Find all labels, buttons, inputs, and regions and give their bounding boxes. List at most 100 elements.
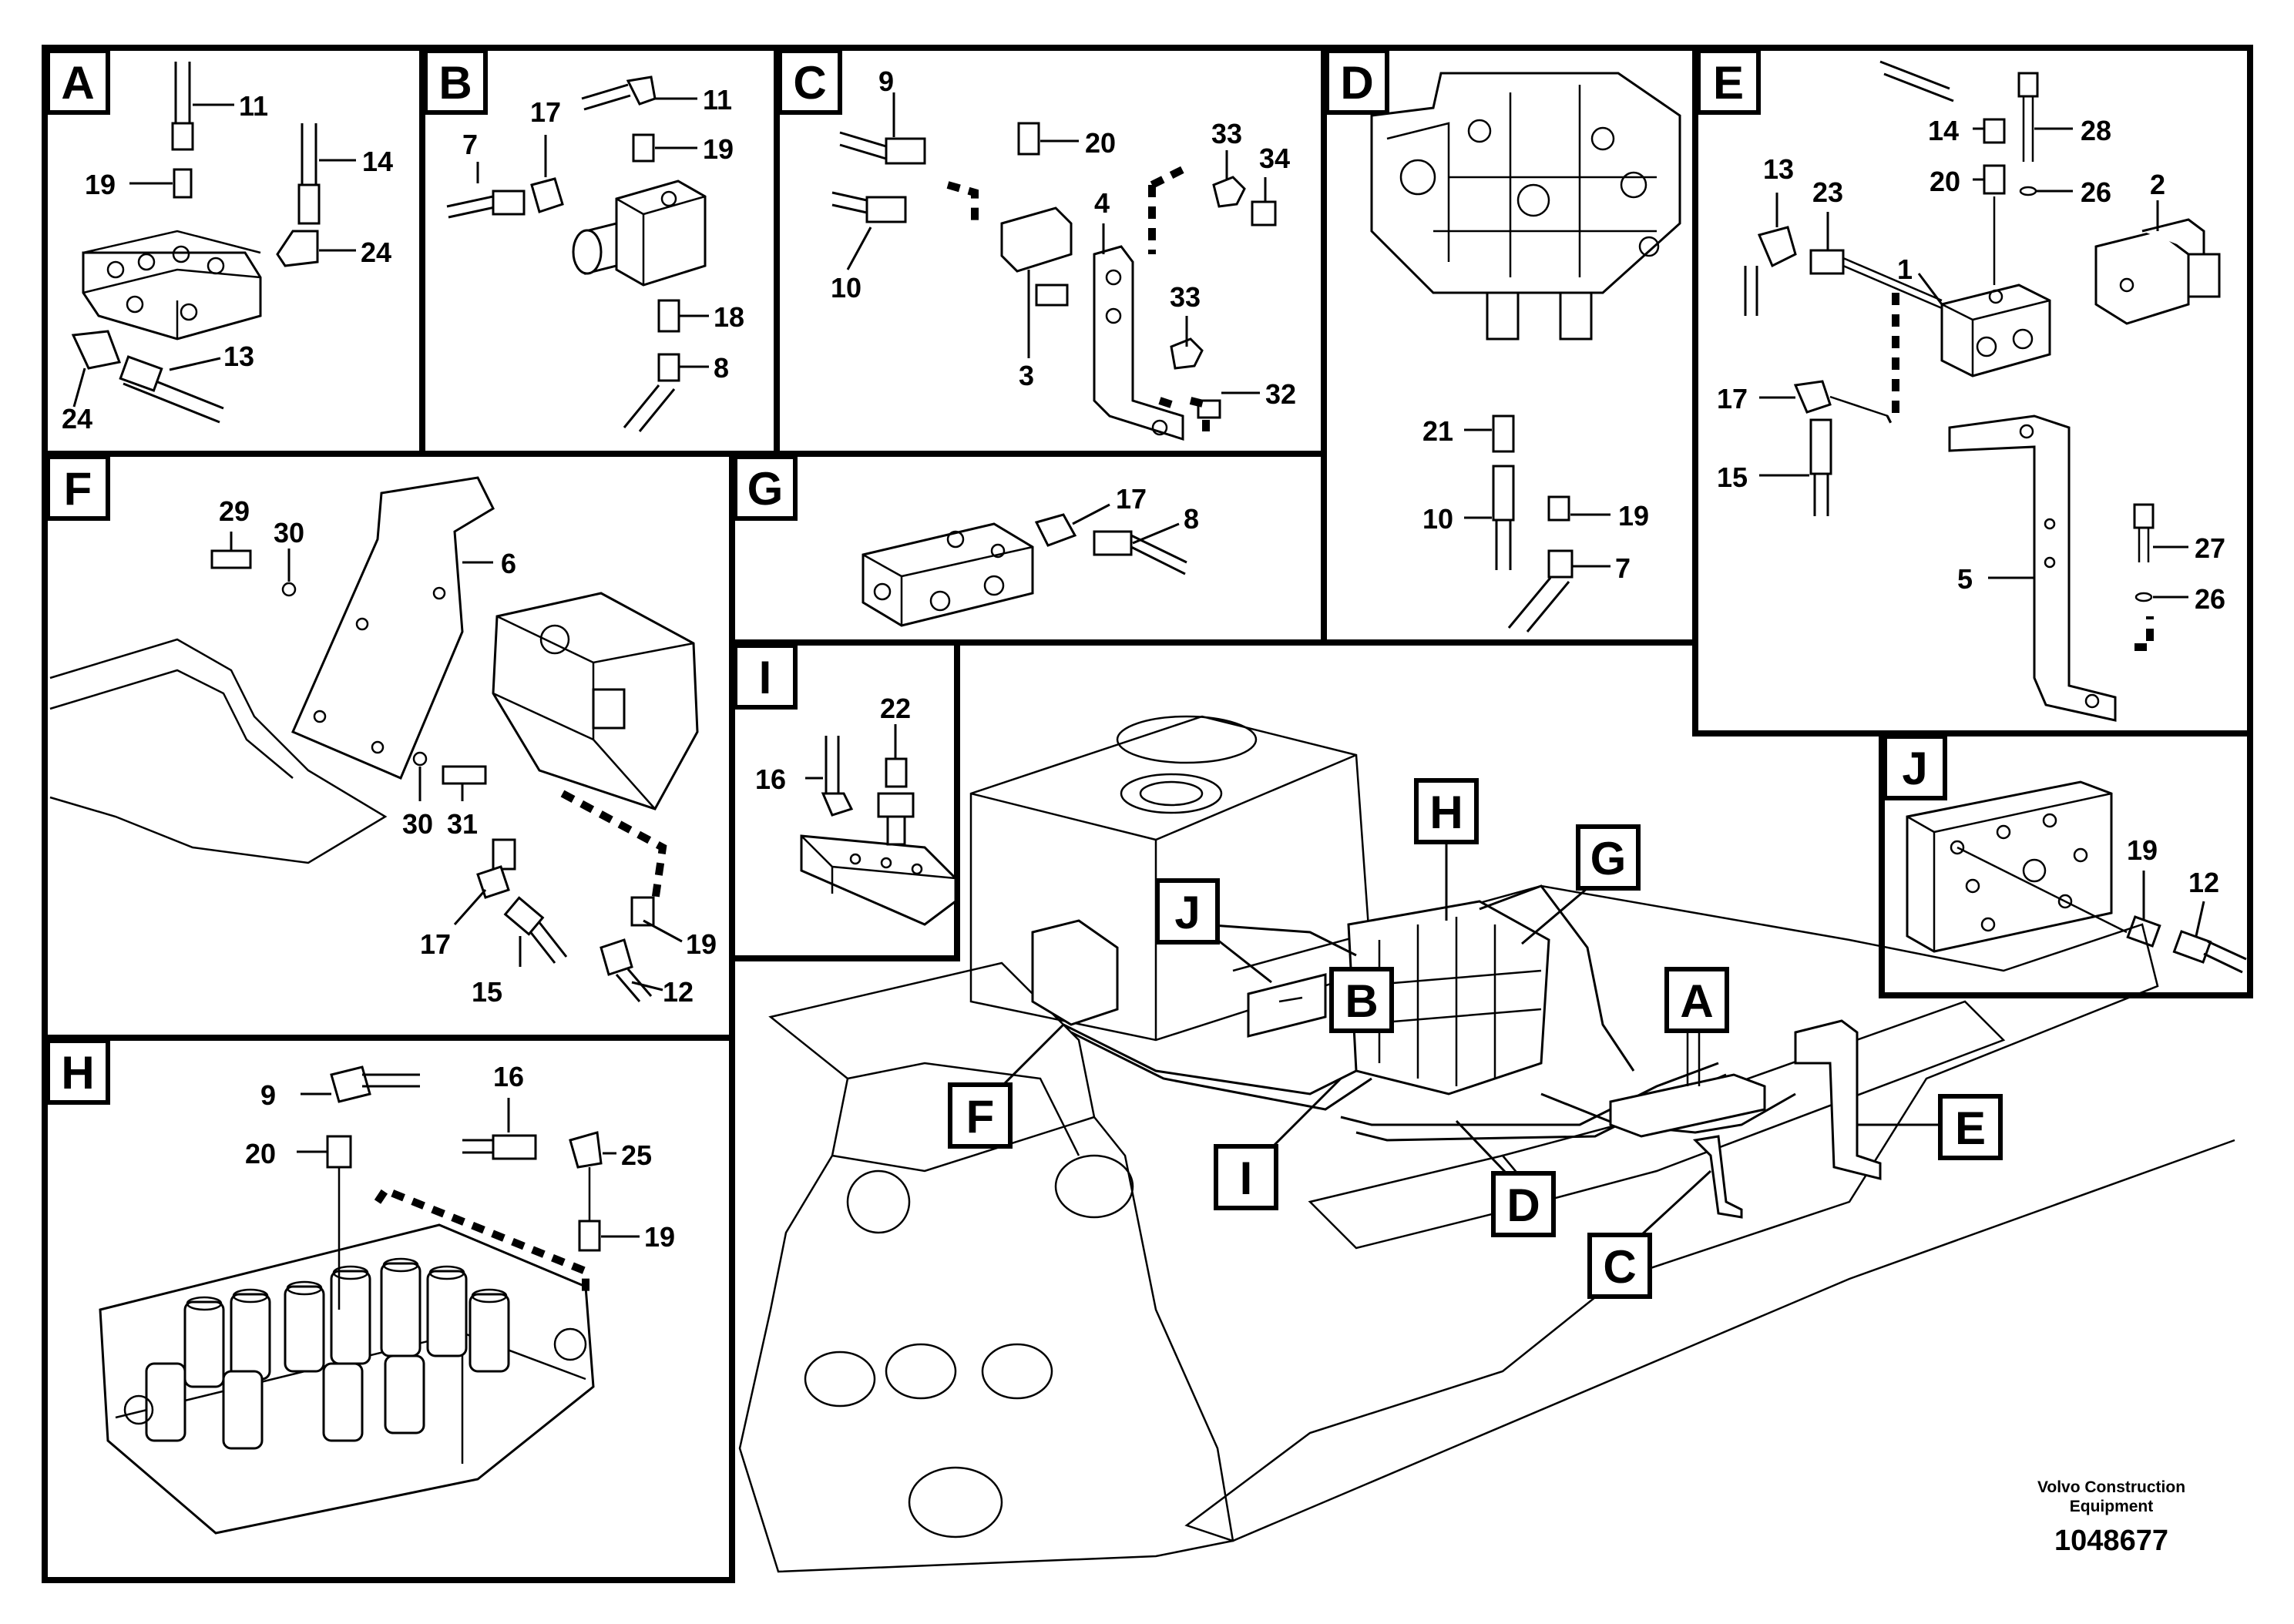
main-tag-d: D <box>1455 1119 1556 1237</box>
panel-c: C 9 20 33 34 4 10 33 <box>774 45 1327 457</box>
panel-e-tag: E <box>1713 57 1744 109</box>
callout: 23 <box>1812 176 1843 208</box>
cartridges <box>145 1257 510 1450</box>
callout: 29 <box>219 495 250 527</box>
callout: 10 <box>1422 503 1453 535</box>
main-tag-a: A <box>1664 967 1729 1033</box>
tag-label: I <box>1240 1153 1253 1204</box>
callout: 11 <box>703 84 732 116</box>
callout: 14 <box>1928 115 1959 146</box>
callout: 19 <box>703 133 734 165</box>
panel-g: G 17 8 <box>729 451 1327 646</box>
callout: 8 <box>1184 503 1199 535</box>
panel-a: A 11 19 14 24 13 24 <box>42 45 425 457</box>
callout: 21 <box>1422 415 1453 447</box>
callout: 16 <box>755 763 786 795</box>
callout: 8 <box>714 352 729 384</box>
main-tag-i: I <box>1214 1077 1342 1210</box>
panel-e: E <box>1692 45 2253 737</box>
callout: 13 <box>1763 153 1794 185</box>
callout: 20 <box>245 1138 276 1169</box>
panel-g-tag: G <box>747 463 784 515</box>
callout: 5 <box>1957 563 1973 595</box>
main-assembly-view: H G J B A F I <box>738 715 2235 1573</box>
tag-label: E <box>1955 1102 1986 1154</box>
main-tag-j: J <box>1155 878 1272 984</box>
panel-j: J 19 12 <box>1879 730 2253 998</box>
panel-h: H <box>42 1035 735 1583</box>
callout: 25 <box>621 1139 652 1171</box>
callout: 12 <box>663 976 694 1008</box>
callout: 33 <box>1211 118 1242 149</box>
panel-d-tag: D <box>1340 57 1373 109</box>
callout: 22 <box>880 693 911 724</box>
callout: 13 <box>223 341 254 372</box>
panel-f-tag: F <box>64 463 92 515</box>
callout: 17 <box>1717 383 1748 414</box>
callout: 28 <box>2081 115 2111 146</box>
main-tag-b: B <box>1329 967 1394 1033</box>
panel-i-tag: I <box>759 652 772 703</box>
panel-b-tag: B <box>438 57 472 109</box>
callout: 17 <box>420 928 451 960</box>
callout: 16 <box>493 1061 524 1092</box>
panel-f: F 29 30 6 30 <box>42 451 735 1041</box>
callout: 1 <box>1897 253 1913 285</box>
main-tag-c: C <box>1587 1169 1712 1299</box>
callout: 19 <box>2127 834 2158 866</box>
panel-b: B 17 11 19 7 18 8 <box>419 45 780 457</box>
callout: 11 <box>239 90 268 122</box>
callout: 27 <box>2195 532 2225 564</box>
brand-line-1: Volvo Construction <box>2037 1478 2185 1496</box>
callout: 14 <box>362 146 393 177</box>
tag-label: D <box>1506 1179 1540 1231</box>
callout: 31 <box>447 808 478 840</box>
footer: Volvo Construction Equipment 1048677 <box>2037 1478 2185 1557</box>
main-tag-e: E <box>1857 1094 2003 1160</box>
callout: 19 <box>686 928 717 960</box>
callout: 34 <box>1259 143 1290 174</box>
callout: 17 <box>530 96 561 128</box>
callout: 15 <box>472 976 502 1008</box>
tag-label: B <box>1345 975 1378 1027</box>
tag-label: A <box>1680 975 1713 1027</box>
brand-line-2: Equipment <box>2070 1498 2154 1515</box>
tag-label: H <box>1429 787 1463 838</box>
callout: 18 <box>714 301 744 333</box>
callout: 4 <box>1094 187 1110 219</box>
main-tag-f: F <box>948 1023 1065 1149</box>
callout: 19 <box>644 1221 675 1253</box>
callout: 6 <box>501 548 516 579</box>
tag-label: C <box>1603 1241 1636 1293</box>
callout: 30 <box>274 517 304 549</box>
callout: 26 <box>2081 176 2111 208</box>
main-tag-g: G <box>1521 824 1641 945</box>
callout: 2 <box>2150 169 2165 200</box>
callout: 15 <box>1717 461 1748 493</box>
tag-label: F <box>966 1091 995 1143</box>
panel-i: I 22 16 <box>729 639 960 961</box>
tag-label: J <box>1174 887 1200 938</box>
panel-h-tag: H <box>61 1047 94 1099</box>
callout: 7 <box>1615 552 1631 584</box>
panel-c-tag: C <box>793 57 826 109</box>
callout: 3 <box>1019 360 1034 391</box>
panel-d: D 21 10 19 7 <box>1321 45 1698 646</box>
callout: 32 <box>1265 378 1296 410</box>
callout: 24 <box>62 403 92 435</box>
panel-a-tag: A <box>61 57 94 109</box>
callout: 20 <box>1085 127 1116 159</box>
callout: 19 <box>1618 500 1649 532</box>
main-tag-h: H <box>1414 778 1479 921</box>
callout: 19 <box>85 169 116 200</box>
callout: 30 <box>402 808 433 840</box>
callout: 7 <box>462 129 478 160</box>
callout: 12 <box>2188 867 2219 898</box>
document-number: 1048677 <box>2054 1525 2168 1557</box>
callout: 9 <box>878 65 894 97</box>
callout: 33 <box>1170 281 1201 313</box>
callout: 20 <box>1930 166 1960 197</box>
callout: 10 <box>831 272 862 304</box>
